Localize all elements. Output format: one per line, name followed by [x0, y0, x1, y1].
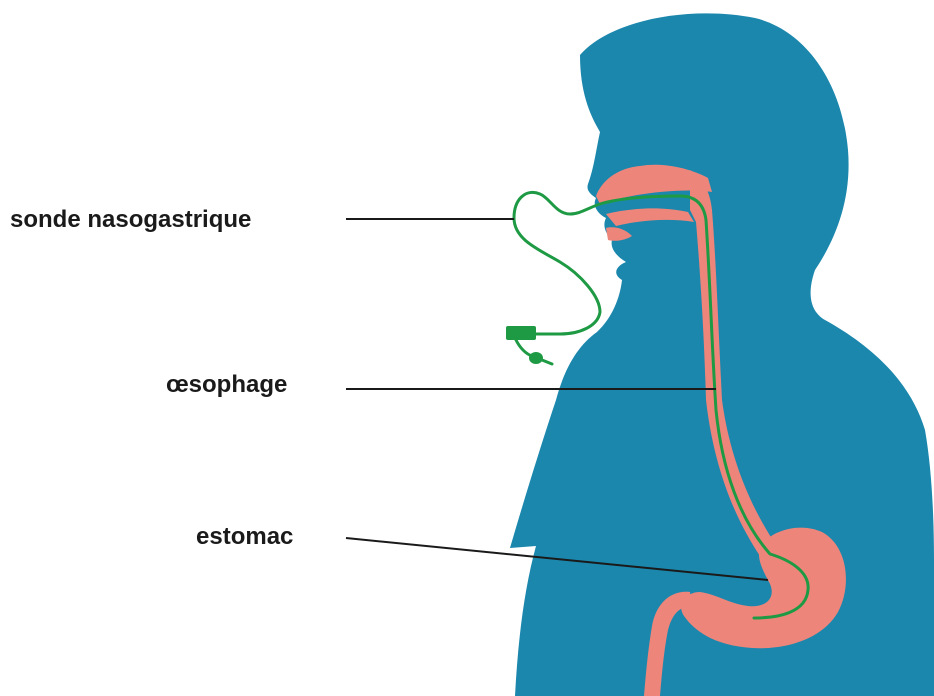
- body-silhouette: [510, 13, 934, 696]
- connector-cap-tab: [542, 360, 552, 364]
- label-nasogastric-tube: sonde nasogastrique: [10, 206, 251, 234]
- connector-cap-strap: [516, 340, 532, 356]
- label-stomach: estomac: [196, 523, 293, 551]
- tube-connector: [506, 326, 552, 364]
- connector-cap: [529, 352, 543, 364]
- label-esophagus: œsophage: [166, 371, 287, 399]
- connector-body: [506, 326, 536, 340]
